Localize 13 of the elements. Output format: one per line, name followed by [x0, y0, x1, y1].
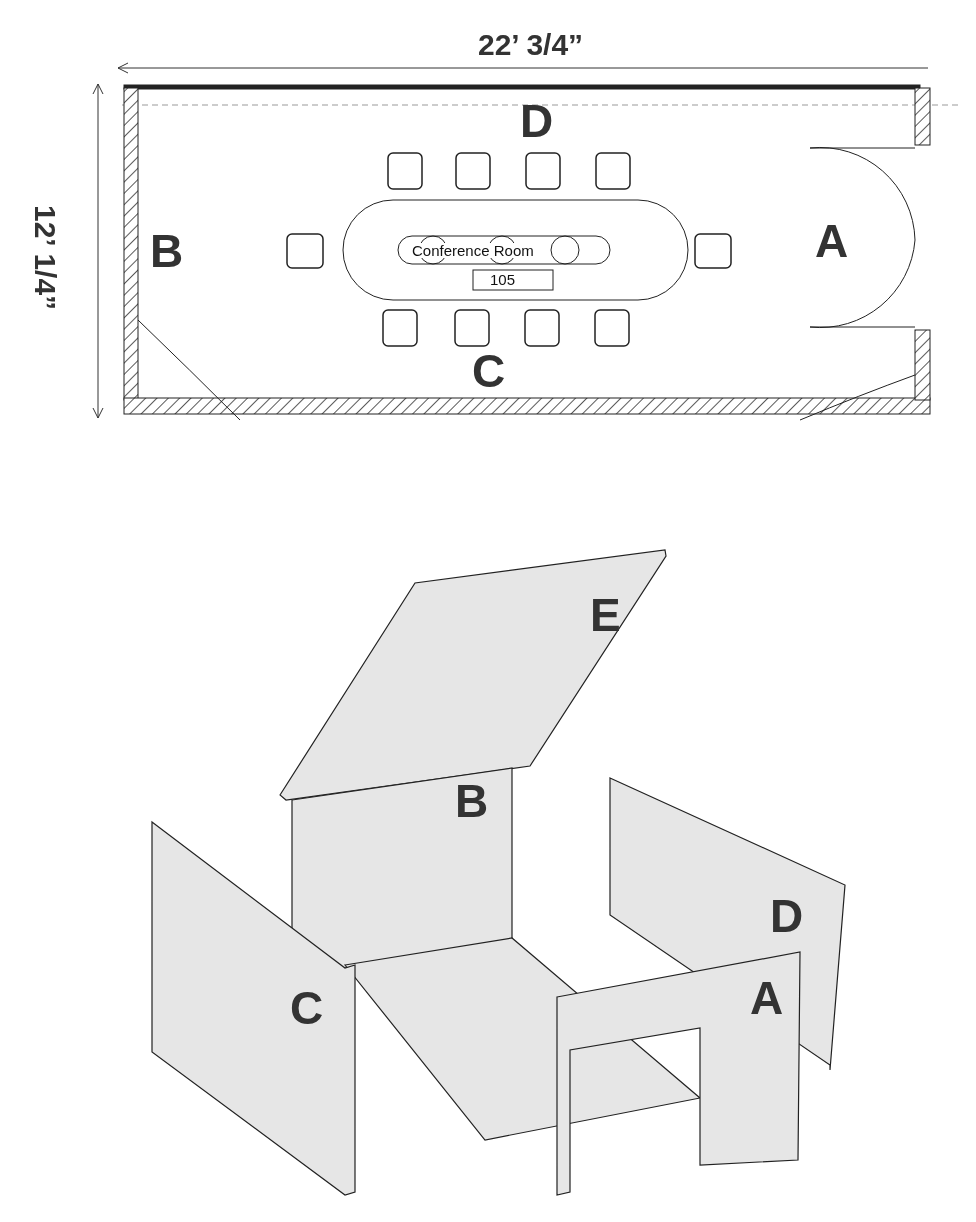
wall-letter: D: [520, 98, 554, 144]
wall-letter: B: [150, 228, 184, 274]
wall-letter: A: [815, 218, 849, 264]
panel-letter: D: [770, 893, 804, 939]
panel-letter: E: [590, 592, 621, 638]
wall-letter: C: [472, 348, 506, 394]
panel-letter: C: [290, 985, 324, 1031]
room-name: Conference Room: [412, 243, 534, 258]
panel-letter: A: [750, 975, 784, 1021]
dimension-label: 22’ 3/4”: [478, 30, 584, 60]
panel-letter: B: [455, 778, 489, 824]
dimension-label: 12’ 1/4”: [30, 205, 60, 311]
room-number: 105: [490, 272, 516, 287]
